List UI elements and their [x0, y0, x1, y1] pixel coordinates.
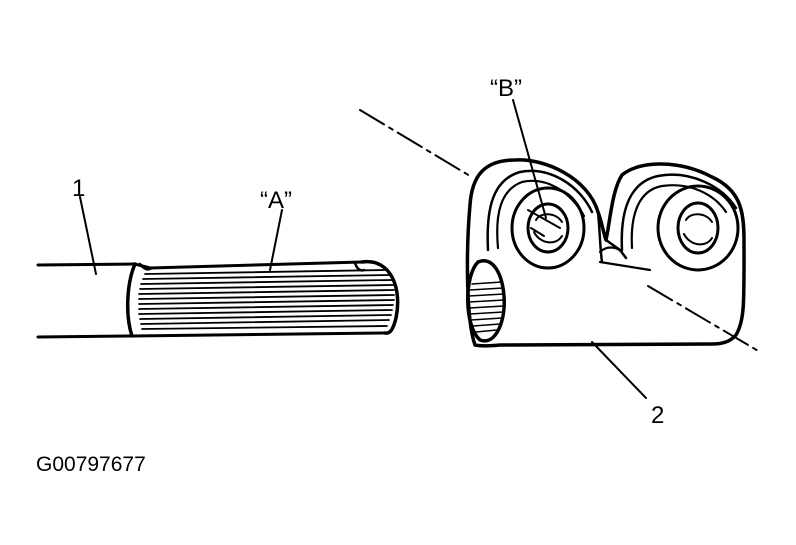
- label-part-1: 1: [72, 175, 85, 202]
- splined-bore: [466, 259, 506, 343]
- figure-id: G00797677: [36, 453, 146, 476]
- leader-part-2: [591, 341, 647, 399]
- leader-callout-b: [512, 99, 547, 219]
- leader-part-1: [79, 196, 97, 275]
- label-callout-b: “B”: [490, 75, 522, 102]
- bolt-axis-centerline: [359, 109, 761, 353]
- label-part-2: 2: [651, 402, 664, 429]
- bolt-hole-b: [510, 186, 586, 270]
- leader-lines: [79, 99, 647, 399]
- label-callout-a: “A”: [260, 187, 292, 214]
- leader-callout-a: [269, 209, 283, 271]
- splined-shaft: [36, 260, 400, 339]
- spline-grooves: [138, 269, 395, 330]
- bolt-hole-right: [656, 184, 740, 272]
